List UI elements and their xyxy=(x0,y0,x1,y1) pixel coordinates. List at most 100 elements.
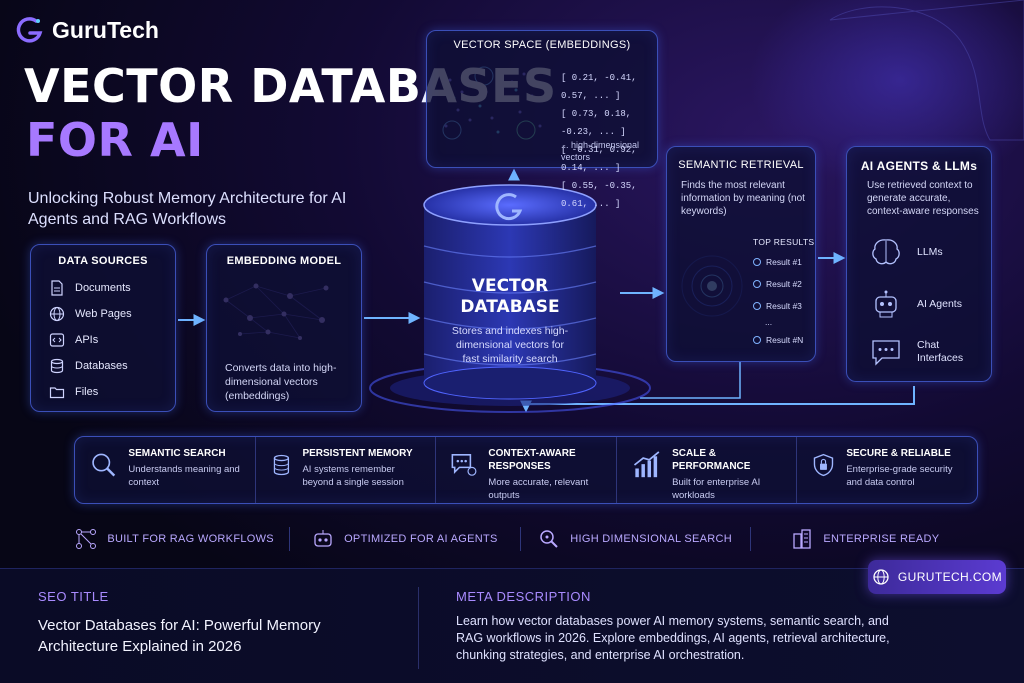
feature-description: Understands meaning and context xyxy=(128,464,240,488)
meta-description-value: Learn how vector databases power AI memo… xyxy=(456,614,890,662)
site-link-button[interactable]: GURUTECH.COM xyxy=(868,560,1006,594)
feature-description: Enterprise-grade security and data contr… xyxy=(846,464,953,488)
source-label: Documents xyxy=(75,282,131,294)
globe-icon xyxy=(49,306,65,322)
ai-agents-panel: AI AGENTS & LLMs Use retrieved context t… xyxy=(846,146,992,382)
feature-title: SCALE & PERFORMANCE xyxy=(672,448,751,472)
semantic-retrieval-title: SEMANTIC RETRIEVAL xyxy=(678,159,804,171)
seo-footer: SEO TITLE Vector Databases for AI: Power… xyxy=(0,568,1024,683)
database-icon xyxy=(50,358,64,374)
growth-chart-icon xyxy=(633,451,660,478)
badge-item: HIGH DIMENSIONAL SEARCH xyxy=(521,527,751,551)
footer-divider xyxy=(418,587,419,669)
semantic-retrieval-description: Finds the most relevant information by m… xyxy=(681,180,805,217)
badge-item: BUILT FOR RAG WORKFLOWS xyxy=(60,527,291,551)
result-item: Result #N xyxy=(753,335,803,345)
vector-database-title-line-2: DATABASE xyxy=(460,297,560,317)
source-item: Web Pages xyxy=(49,301,175,327)
building-icon xyxy=(793,529,811,549)
vector-row: [ 0.55, -0.35, 0.61, ... ] xyxy=(561,181,637,209)
feature-item: CONTEXT-AWARE RESPONSES More accurate, re… xyxy=(436,437,617,503)
feature-title: SECURE & RELIABLE xyxy=(846,448,951,459)
data-sources-panel: DATA SOURCES Documents Web Pages APIs Da… xyxy=(30,244,176,412)
result-dot-icon xyxy=(753,336,761,344)
vector-database-description: Stores and indexes high-dimensional vect… xyxy=(451,325,569,365)
badge-label: BUILT FOR RAG WORKFLOWS xyxy=(107,533,274,545)
meta-description-label: META DESCRIPTION xyxy=(456,589,591,604)
vector-row: [ 0.21, -0.41, 0.57, ... ] xyxy=(561,73,637,101)
vector-space-panel: VECTOR SPACE (EMBEDDINGS) [ 0.21, -0.41,… xyxy=(426,30,658,209)
ai-agents-description: Use retrieved context to generate accura… xyxy=(867,180,979,217)
vector-row: [ -0.31, 0.92, 0.14, ... ] xyxy=(561,145,637,173)
ai-agents-title: AI AGENTS & LLMs xyxy=(860,159,978,173)
chat-icon xyxy=(872,340,900,366)
result-label: Result #2 xyxy=(766,279,802,289)
workflow-icon xyxy=(76,529,97,549)
vector-space-title: VECTOR SPACE (EMBEDDINGS) xyxy=(453,39,631,51)
feature-item: PERSISTENT MEMORY AI systems remember bey… xyxy=(256,437,437,503)
brand-name: GuruTech xyxy=(52,16,159,43)
result-dot-icon xyxy=(753,280,761,288)
gurutech-logo-icon xyxy=(16,17,43,43)
seo-title-value: Vector Databases for AI: Powerful Memory… xyxy=(38,617,321,655)
vector-space-note: ... high-dimensional vectors xyxy=(561,140,640,162)
search-icon xyxy=(540,530,558,548)
badge-label: OPTIMIZED FOR AI AGENTS xyxy=(344,533,498,545)
badge-label: HIGH DIMENSIONAL SEARCH xyxy=(570,533,732,545)
ai-item-label: AI Agents xyxy=(917,297,962,310)
embedding-model-panel: EMBEDDING MODEL Converts data into high-… xyxy=(206,244,362,412)
source-label: APIs xyxy=(75,334,99,346)
vector-database-title: VECTOR DATABASE xyxy=(370,276,650,318)
seo-title-label: SEO TITLE xyxy=(38,589,109,604)
badge-item: OPTIMIZED FOR AI AGENTS xyxy=(290,527,521,551)
vector-database-cylinder: VECTOR DATABASE Stores and indexes high-… xyxy=(370,180,650,415)
feature-title: SEMANTIC SEARCH xyxy=(128,448,226,459)
semantic-retrieval-panel: SEMANTIC RETRIEVAL Finds the most releva… xyxy=(666,146,816,362)
database-icon xyxy=(273,454,289,476)
result-item: Result #3 xyxy=(753,301,802,311)
gurutech-logo: GuruTech xyxy=(14,10,184,50)
vector-row: [ 0.73, 0.18, -0.23, ... ] xyxy=(561,109,632,137)
ai-item: Chat Interfaces xyxy=(869,337,987,367)
source-label: Files xyxy=(75,386,99,398)
source-label: Databases xyxy=(75,360,128,372)
feature-title: PERSISTENT MEMORY xyxy=(302,448,413,459)
source-item: Databases xyxy=(49,353,175,379)
source-label: Web Pages xyxy=(75,308,132,320)
features-strip: SEMANTIC SEARCH Understands meaning and c… xyxy=(74,436,978,504)
feature-item: SECURE & RELIABLE Enterprise-grade securi… xyxy=(797,437,977,503)
badge-label: ENTERPRISE READY xyxy=(823,533,940,545)
ai-item: AI Agents xyxy=(869,289,962,319)
robot-icon xyxy=(314,530,332,547)
result-ellipsis: ... xyxy=(765,317,772,327)
result-item: Result #1 xyxy=(753,257,802,267)
result-item: Result #2 xyxy=(753,279,802,289)
data-sources-title: DATA SOURCES xyxy=(58,255,148,267)
embedding-model-description: Converts data into high-dimensional vect… xyxy=(225,362,337,402)
top-results-label: TOP RESULTS xyxy=(753,237,815,247)
embedding-model-title: EMBEDDING MODEL xyxy=(226,255,342,267)
result-label: Result #1 xyxy=(766,257,802,267)
source-item: Files xyxy=(49,379,175,405)
badge-item: ENTERPRISE READY xyxy=(751,527,980,551)
result-label: ... xyxy=(765,317,773,327)
folder-icon xyxy=(49,387,65,399)
vector-rows: [ 0.21, -0.41, 0.57, ... ] [ 0.73, 0.18,… xyxy=(561,69,657,213)
feature-item: SEMANTIC SEARCH Understands meaning and c… xyxy=(75,437,256,503)
source-item: APIs xyxy=(49,327,175,353)
ai-item-label: Chat Interfaces xyxy=(917,339,964,364)
result-label: Result #N xyxy=(766,335,804,345)
feature-title: CONTEXT-AWARE RESPONSES xyxy=(488,448,576,472)
robot-icon xyxy=(875,290,897,318)
result-dot-icon xyxy=(753,258,761,266)
source-item: Documents xyxy=(49,275,175,301)
feature-description: More accurate, relevant outputs xyxy=(488,477,589,501)
document-icon xyxy=(51,280,63,296)
feature-description: AI systems remember beyond a single sess… xyxy=(302,464,404,488)
code-icon xyxy=(49,333,65,347)
globe-icon xyxy=(873,569,889,585)
page-title-line-2: FOR AI xyxy=(26,113,204,167)
shield-lock-icon xyxy=(814,453,834,477)
